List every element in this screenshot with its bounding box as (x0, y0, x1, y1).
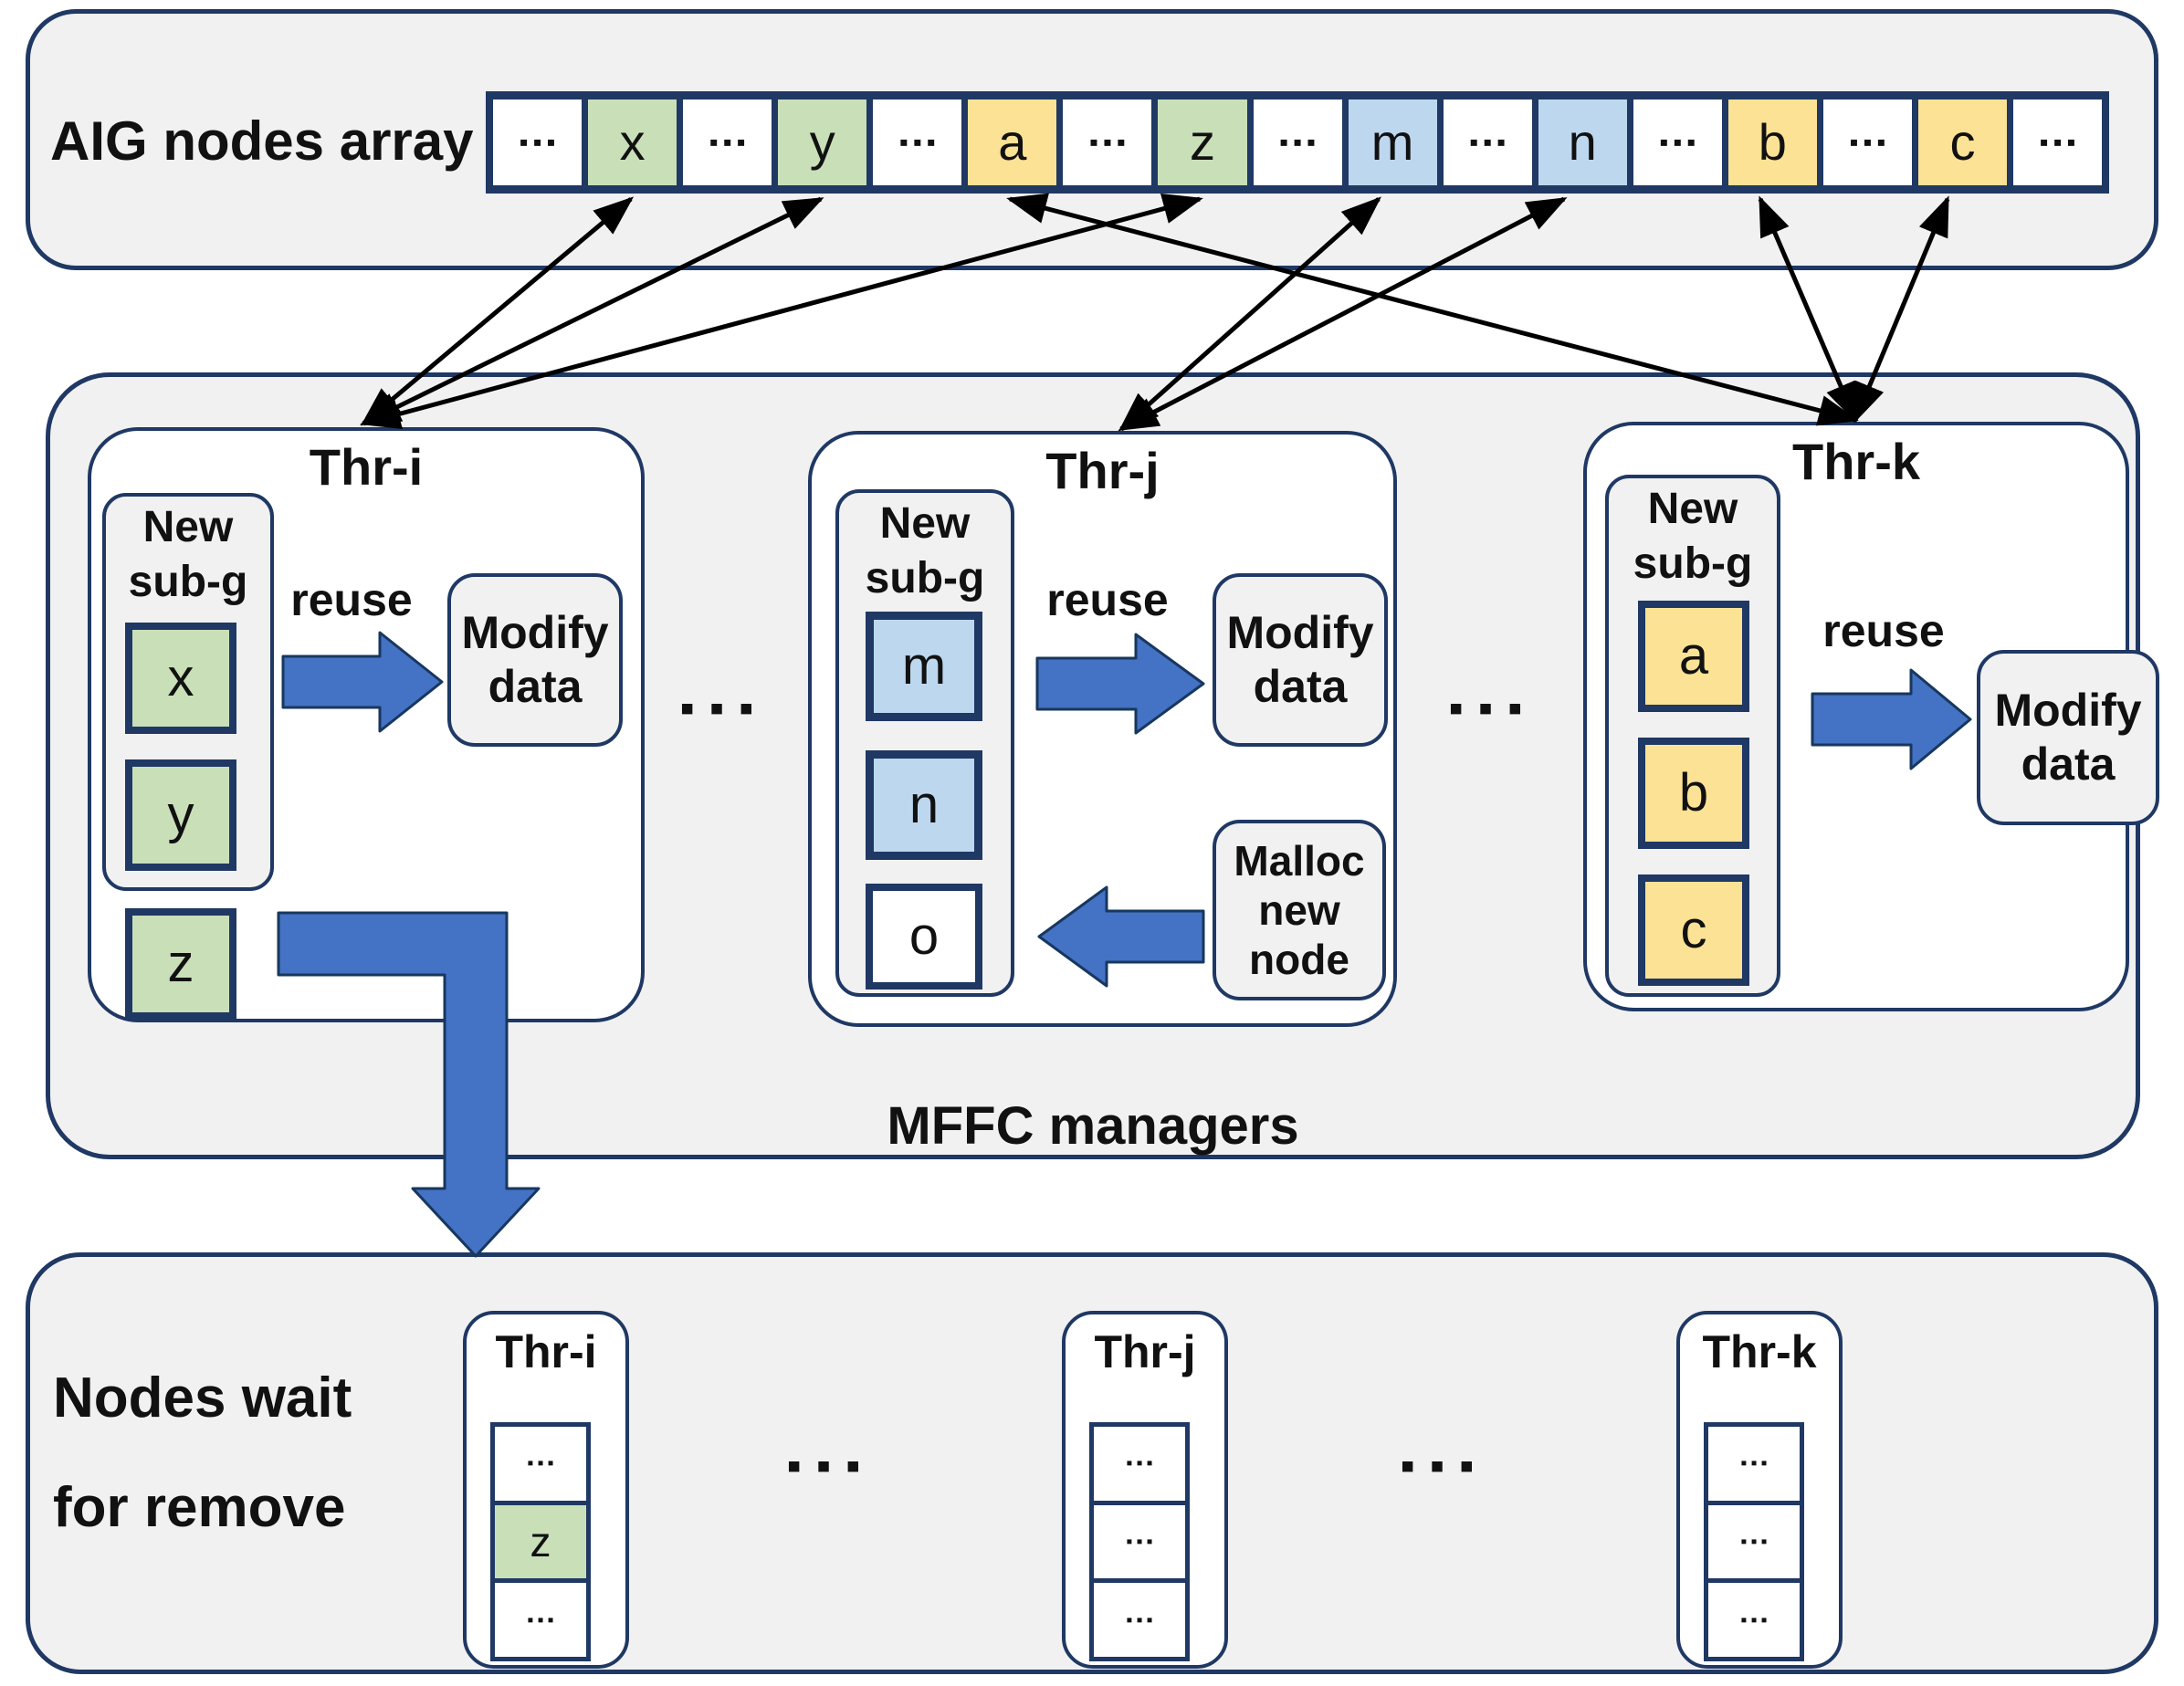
malloc-line2: new (1258, 885, 1340, 934)
aig-array-label: AIG nodes array (50, 110, 474, 172)
pending-cell-z: z (125, 908, 236, 1020)
wait-cell-dots: ▪▪▪ (1094, 1427, 1185, 1501)
array-cell-dots: ▪▪▪ (1063, 99, 1152, 185)
new-subgraph-title-line1: New (879, 499, 971, 548)
new-subgraph-title-line2: sub-g (865, 554, 985, 602)
array-cell-dots: ▪▪▪ (1443, 99, 1532, 185)
array-cell-dots: ▪▪▪ (2013, 99, 2103, 185)
wait-stack-j: ▪▪▪ ▪▪▪ ▪▪▪ (1089, 1422, 1190, 1661)
wait-cell-z: z (495, 1504, 586, 1579)
wait-remove-label-line1: Nodes wait (53, 1367, 352, 1429)
modify-data-line2: data (488, 661, 583, 712)
array-cell-y: y (778, 99, 867, 185)
wait-cell-dots: ▪▪▪ (1094, 1583, 1185, 1658)
modify-data-line1: Modify (1226, 607, 1374, 658)
array-cell-b: b (1727, 99, 1817, 185)
malloc-line1: Malloc (1234, 836, 1365, 885)
new-subgraph-title-line1: New (142, 503, 234, 551)
array-cell-dots: ▪▪▪ (1822, 99, 1912, 185)
array-cell-dots: ▪▪▪ (873, 99, 962, 185)
subg-cell-c: c (1638, 874, 1749, 986)
array-cell-m: m (1348, 99, 1437, 185)
modify-data-line2: data (2021, 738, 2116, 790)
ellipsis-separator: ▪▪▪ (679, 684, 769, 731)
subg-cell-x: x (125, 623, 236, 734)
wait-cell-dots: ▪▪▪ (1708, 1504, 1800, 1579)
ellipsis-separator: ▪▪▪ (786, 1441, 876, 1489)
modify-data-line1: Modify (1994, 685, 2142, 736)
thread-i-title: Thr-i (309, 438, 424, 496)
wait-cell-dots: ▪▪▪ (1708, 1583, 1800, 1658)
thread-k-title: Thr-k (1792, 433, 1920, 490)
subg-cell-o: o (866, 884, 982, 990)
modify-data-box-j: Modify data (1213, 573, 1388, 747)
wait-stack-i: ▪▪▪ z ▪▪▪ (490, 1422, 591, 1661)
wait-column-j-title: Thr-j (1094, 1326, 1196, 1377)
array-cell-x: x (588, 99, 677, 185)
modify-data-line2: data (1253, 661, 1348, 712)
malloc-line3: node (1249, 936, 1349, 984)
wait-remove-label-line2: for remove (53, 1476, 346, 1539)
subg-cell-a: a (1638, 601, 1749, 712)
aig-nodes-array: ▪▪▪ x ▪▪▪ y ▪▪▪ a ▪▪▪ z ▪▪▪ m ▪▪▪ n ▪▪▪ … (486, 91, 2109, 194)
wait-column-i-title: Thr-i (495, 1326, 597, 1377)
new-subgraph-title-line2: sub-g (1633, 539, 1753, 588)
array-cell-dots: ▪▪▪ (1253, 99, 1342, 185)
array-cell-dots: ▪▪▪ (683, 99, 772, 185)
malloc-new-node-box: Malloc new node (1213, 820, 1386, 1000)
array-cell-dots: ▪▪▪ (493, 99, 583, 185)
ellipsis-separator: ▪▪▪ (1448, 684, 1538, 731)
wait-column-k-title: Thr-k (1702, 1326, 1817, 1377)
array-cell-a: a (968, 99, 1057, 185)
reuse-label-i: reuse (290, 574, 413, 625)
wait-cell-dots: ▪▪▪ (495, 1427, 586, 1501)
reuse-label-j: reuse (1046, 574, 1169, 625)
modify-data-box-i: Modify data (447, 573, 623, 747)
mffc-managers-label: MFFC managers (887, 1096, 1299, 1156)
subg-cell-y: y (125, 759, 236, 871)
modify-data-line1: Modify (461, 607, 609, 658)
array-cell-dots: ▪▪▪ (1633, 99, 1722, 185)
ellipsis-separator: ▪▪▪ (1400, 1441, 1489, 1489)
reuse-label-k: reuse (1822, 605, 1945, 656)
wait-cell-dots: ▪▪▪ (1708, 1427, 1800, 1501)
array-cell-c: c (1917, 99, 2007, 185)
thread-j-title: Thr-j (1045, 442, 1160, 499)
array-cell-n: n (1538, 99, 1627, 185)
array-cell-z: z (1158, 99, 1247, 185)
wait-cell-dots: ▪▪▪ (495, 1583, 586, 1658)
wait-cell-dots: ▪▪▪ (1094, 1504, 1185, 1579)
subg-cell-b: b (1638, 738, 1749, 849)
new-subgraph-title-line2: sub-g (128, 558, 248, 606)
new-subgraph-title-line1: New (1647, 485, 1738, 533)
subg-cell-m: m (866, 612, 982, 721)
wait-stack-k: ▪▪▪ ▪▪▪ ▪▪▪ (1704, 1422, 1804, 1661)
modify-data-box-k: Modify data (1977, 650, 2159, 825)
subg-cell-n: n (866, 750, 982, 860)
